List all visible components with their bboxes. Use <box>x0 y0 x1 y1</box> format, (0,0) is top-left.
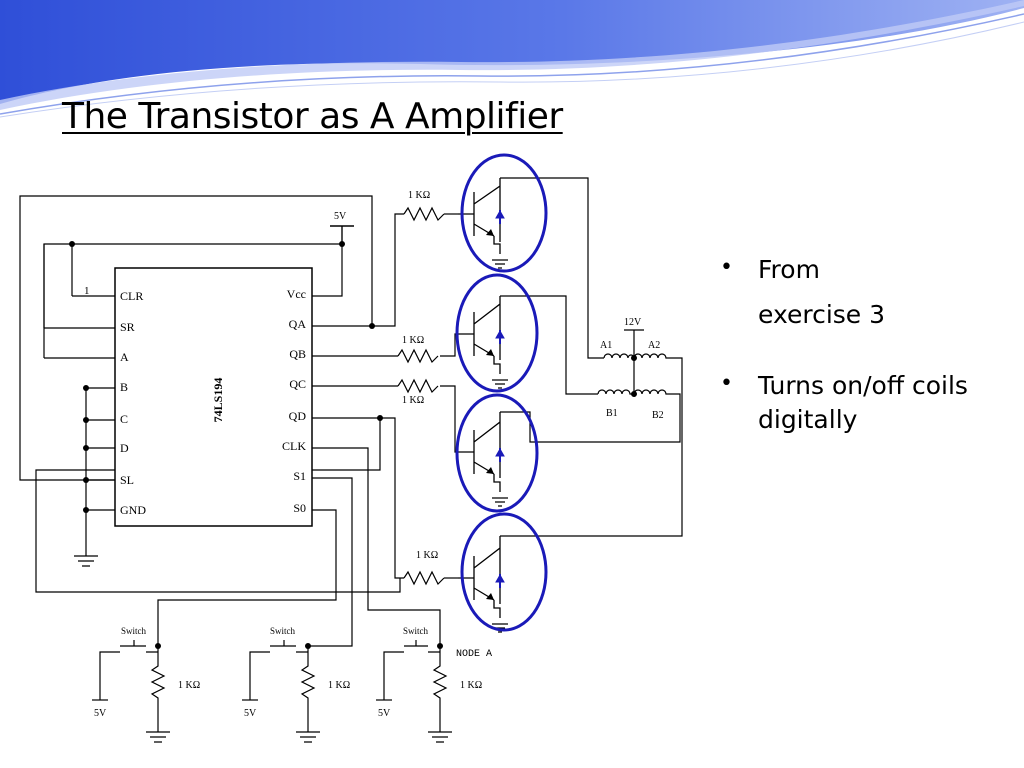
junction-dots <box>69 241 637 649</box>
coil-label-a1: A1 <box>600 340 612 351</box>
coil-label-b2: B2 <box>652 410 664 421</box>
pin-label-qd: QD <box>289 409 307 423</box>
switch-resistor-label-1: 1 KΩ <box>178 680 200 691</box>
highlight-circle-3 <box>455 393 539 513</box>
pin-label-c: C <box>120 412 128 426</box>
bullet-item: • Turns on/off coils digitally <box>718 369 1018 437</box>
bullet-dot: • <box>720 371 733 396</box>
bullet-text: Turns on/off coils digitally <box>758 371 968 434</box>
bullet-list: • From exercise 3 • Turns on/off coils d… <box>718 255 1018 437</box>
resistor-label-4: 1 KΩ <box>416 550 438 561</box>
coil-label-a2: A2 <box>648 340 660 351</box>
highlight-circle-2 <box>455 273 539 393</box>
bullet-text-line1: From <box>758 255 820 284</box>
transistor-highlight-circles <box>455 153 548 632</box>
ic-74ls194: 74LS194 CLR SR A B C D SL GND Vcc QA QB … <box>114 267 313 527</box>
pin-label-qb: QB <box>289 347 306 361</box>
highlight-circle-1 <box>460 153 548 273</box>
pin-label-s1: S1 <box>293 469 306 483</box>
pin-label-clr: CLR <box>120 289 143 303</box>
transistor-3 <box>462 412 508 507</box>
chip-label: 74LS194 <box>211 378 225 423</box>
pin-label-vcc: Vcc <box>287 287 306 301</box>
resistor-label-2: 1 KΩ <box>402 335 424 346</box>
switch-label-3: Switch <box>403 626 429 636</box>
transistor-1 <box>458 178 508 269</box>
ground-symbols <box>74 555 452 743</box>
circuit-schematic: 74LS194 CLR SR A B C D SL GND Vcc QA QB … <box>19 153 683 743</box>
node-a-label: NODE A <box>456 649 492 660</box>
switch-label-2: Switch <box>270 626 296 636</box>
stepper-coils <box>597 329 675 395</box>
clr-input-value: 1 <box>84 285 90 297</box>
bullet-text-line2: exercise 3 <box>758 300 886 329</box>
coil-supply-label: 12V <box>624 317 642 328</box>
pin-label-clk: CLK <box>282 439 306 453</box>
pin-label-qc: QC <box>289 377 306 391</box>
slide-title: The Transistor as A Amplifier <box>62 96 563 137</box>
resistors-base <box>397 206 445 586</box>
transistor-2 <box>462 296 508 389</box>
bullet-item: • From exercise 3 <box>718 255 1018 329</box>
pin-label-gnd: GND <box>120 503 146 517</box>
pin-label-a: A <box>120 350 129 364</box>
transistor-4 <box>458 536 508 633</box>
pin-label-d: D <box>120 441 129 455</box>
switch-label-1: Switch <box>121 626 147 636</box>
switch-resistor-label-3: 1 KΩ <box>460 680 482 691</box>
pin-label-sr: SR <box>120 320 135 334</box>
wires <box>19 177 683 647</box>
resistor-label-1: 1 KΩ <box>408 190 430 201</box>
pin-label-s0: S0 <box>293 501 306 515</box>
bullet-dot: • <box>720 255 733 280</box>
switch-supply-label-1: 5V <box>94 708 107 719</box>
pin-label-b: B <box>120 380 128 394</box>
supply-label-top: 5V <box>334 211 347 222</box>
pin-label-sl: SL <box>120 473 134 487</box>
resistor-label-3: 1 KΩ <box>402 395 424 406</box>
switch-supply-label-3: 5V <box>378 708 391 719</box>
switch-resistor-label-2: 1 KΩ <box>328 680 350 691</box>
highlight-circle-4 <box>460 512 548 632</box>
switch-circuits <box>92 640 448 732</box>
coil-label-b1: B1 <box>606 408 618 419</box>
switch-supply-label-2: 5V <box>244 708 257 719</box>
supply-5v-top: 5V <box>330 211 354 227</box>
header-wave-decoration <box>0 0 1024 118</box>
pin-label-qa: QA <box>289 317 307 331</box>
